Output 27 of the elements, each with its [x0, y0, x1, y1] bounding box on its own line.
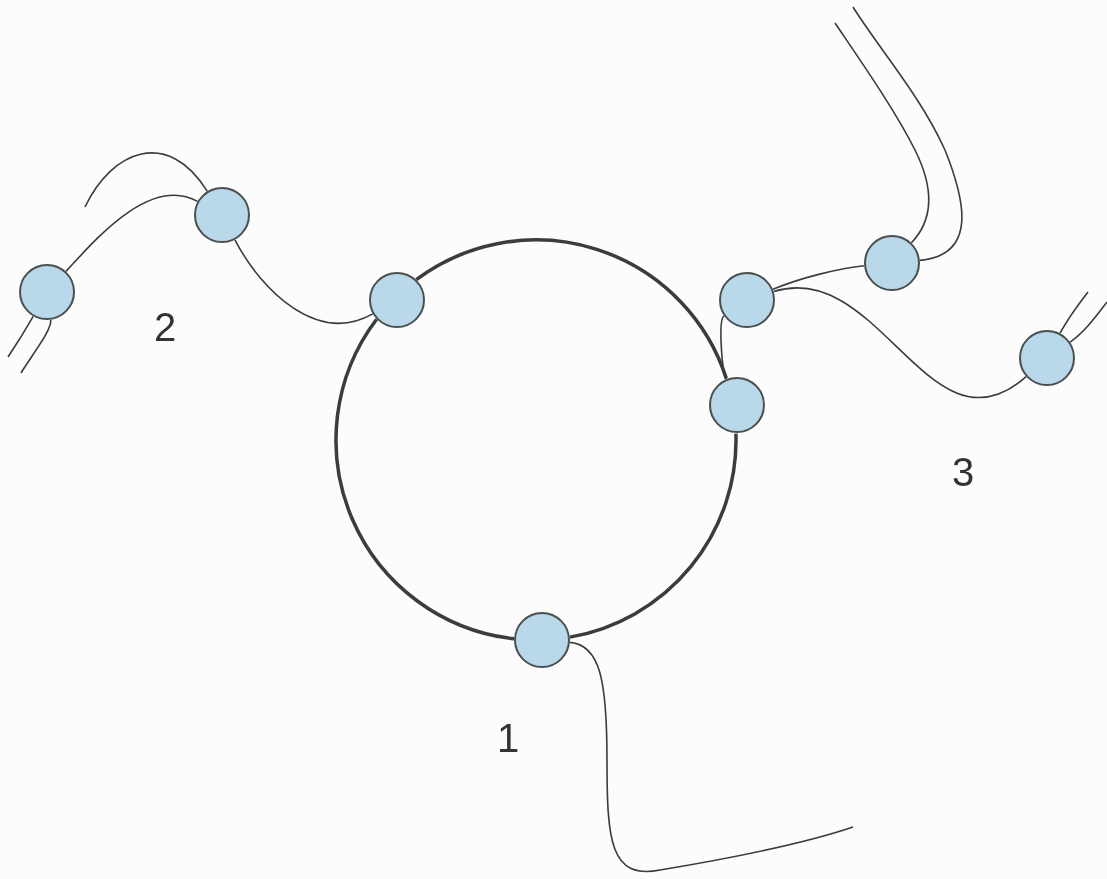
- connector-line: [20, 319, 52, 374]
- circle-node: [369, 272, 425, 328]
- connector-line: [84, 152, 208, 208]
- circle-node: [864, 235, 920, 291]
- region-number: 3: [951, 452, 975, 492]
- connector-line: [7, 315, 34, 358]
- connector-line: [234, 239, 374, 324]
- connector-line: [65, 194, 199, 273]
- circle-node: [194, 187, 250, 243]
- connector-line: [569, 641, 854, 873]
- circle-node: [19, 264, 75, 320]
- circle-node: [1019, 330, 1075, 386]
- circle-node: [719, 272, 775, 328]
- connector-line: [720, 315, 727, 381]
- connector-line: [772, 287, 1027, 399]
- connector-line: [772, 264, 865, 291]
- ring-arc: [334, 318, 515, 641]
- connector-line: [852, 6, 963, 262]
- connector-line: [834, 22, 930, 244]
- ring-arc: [415, 238, 728, 380]
- region-number: 1: [496, 718, 520, 758]
- connector-line: [1059, 291, 1089, 334]
- ring-arc: [569, 433, 738, 639]
- connector-line: [1069, 301, 1107, 343]
- circle-node: [709, 377, 765, 433]
- circle-node: [514, 612, 570, 668]
- region-number: 2: [153, 307, 177, 347]
